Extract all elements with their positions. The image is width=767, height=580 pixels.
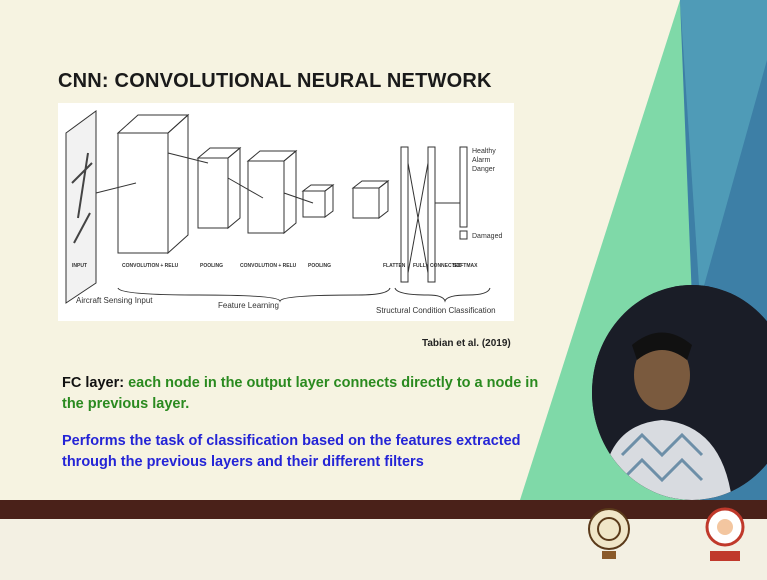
stage-label-conv1: CONVOLUTION + RELU [122,263,179,269]
iit-kgp-logo-icon [588,508,630,559]
fc-label: FC layer: [62,375,125,391]
footer [0,507,767,580]
teal-accent-shape [680,0,767,300]
pool3-volume [351,179,390,220]
slide-title: CNN: CONVOLUTIONAL NEURAL NETWORK [58,70,492,92]
fc-description: each node in the output layer connects d… [62,375,539,412]
classification-paragraph: Performs the task of classification base… [62,433,521,470]
input-plane [65,110,97,304]
stage-label-pool1: POOLING [200,263,223,269]
pool1-volume [196,146,242,230]
feature-learning-brace [117,287,391,303]
pool2-volume [301,184,335,218]
output-label-healthy: Healthy [472,148,496,155]
nptel-logo-icon [705,507,745,561]
stage-label-pool2: POOLING [308,263,331,269]
output-label-alarm: Alarm [472,157,490,164]
cnn-diagram-svg: INPUT CONVOLUTION + RELU POOLING CONVOLU… [65,110,502,315]
stage-label-softmax: SOFTMAX [453,263,478,269]
footer-bar [0,500,767,519]
softmax-layer [435,146,468,240]
stage-label-fully-connected: FULLY CONNECTED [413,263,462,269]
conv1-volume [116,113,190,255]
slide: CNN: CONVOLUTIONAL NEURAL NETWORK [58,0,767,500]
stage-label-flatten: FLATTEN [383,263,406,269]
stage-label-conv2: CONVOLUTION + RELU [240,263,297,269]
arrow-input-conv [95,182,137,194]
cnn-diagram: INPUT CONVOLUTION + RELU POOLING CONVOLU… [58,103,514,321]
arrow-pool1-conv2 [227,177,264,199]
aircraft-icon [71,152,93,244]
fc-layer [407,146,436,283]
stage-label-input: INPUT [72,263,87,269]
presenter-silhouette [592,285,767,500]
arrow-conv2-pool2 [283,192,314,204]
flatten-layer [400,146,409,283]
fc-paragraph: FC layer: each node in the output layer … [62,373,562,415]
output-label-damaged: Damaged [472,233,502,240]
group-label-feature-learning: Feature Learning [218,301,279,310]
group-label-input: Aircraft Sensing Input [76,296,153,305]
presenter-video [592,285,767,500]
conv2-volume [246,149,298,235]
output-label-danger: Danger [472,166,496,173]
citation: Tabian et al. (2019) [422,338,511,349]
group-label-classification: Structural Condition Classification [376,306,496,315]
arrow-conv1-pool1 [167,152,209,164]
classification-brace [394,287,491,303]
